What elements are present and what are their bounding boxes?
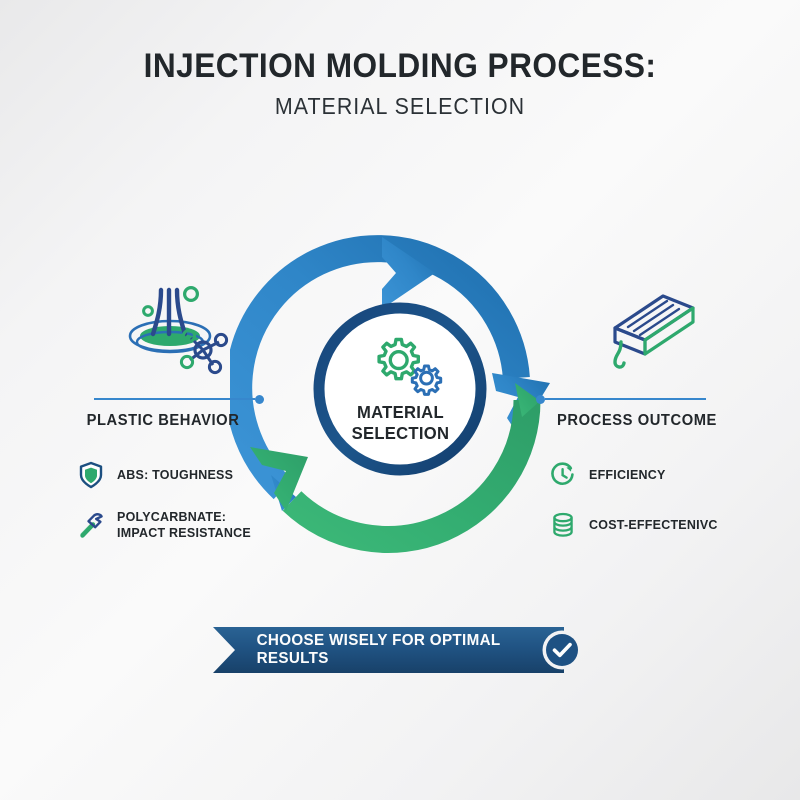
left-bullet-list: ABS: TOUGHNESS POLYCARBNATE: IMPACT RESI…: [78, 458, 257, 558]
banner[interactable]: CHOOSE WISELY FOR OPTIMAL RESULTS: [213, 627, 588, 673]
core-ring: [313, 302, 487, 476]
shield-icon: [78, 460, 104, 490]
right-column: [512, 280, 762, 380]
right-heading: PROCESS OUTCOME: [557, 412, 717, 429]
list-item-label: ABS: TOUGHNESS: [117, 467, 234, 483]
check-mark-icon: [552, 642, 572, 658]
green-cycle-arrow: [250, 383, 541, 553]
molded-part-icon: [512, 280, 762, 380]
list-item[interactable]: COST-EFFECTENIVC: [550, 508, 723, 542]
gears-icon: [377, 337, 443, 396]
header: INJECTION MOLDING PROCESS: MATERIAL SELE…: [0, 48, 800, 120]
hammer-icon: [78, 510, 104, 540]
list-item[interactable]: EFFICIENCY: [550, 458, 723, 492]
list-item-label: POLYCARBNATE: IMPACT RESISTANCE: [117, 509, 251, 540]
cycle-diagram: [230, 225, 570, 575]
left-connector-line: [94, 398, 255, 400]
molten-plastic-molecule-icon: [40, 280, 290, 380]
right-connector-line: [545, 398, 706, 400]
right-connector: [536, 394, 706, 404]
list-item-label: COST-EFFECTENIVC: [589, 517, 718, 533]
check-circle-icon: [546, 634, 578, 666]
page-subtitle: MATERIAL SELECTION: [274, 93, 526, 120]
list-item[interactable]: ABS: TOUGHNESS: [78, 458, 257, 492]
right-bullet-list: EFFICIENCY COST-EFFECTENIVC: [550, 458, 723, 558]
page-title: INJECTION MOLDING PROCESS:: [143, 47, 657, 85]
left-connector: [94, 394, 264, 404]
right-connector-dot: [536, 394, 545, 404]
list-item-label: EFFICIENCY: [589, 467, 666, 483]
left-column: [40, 280, 290, 380]
list-item[interactable]: POLYCARBNATE: IMPACT RESISTANCE: [78, 508, 257, 542]
coins-stack-icon: [550, 510, 576, 540]
clock-refresh-icon: [550, 460, 576, 490]
left-connector-dot: [255, 394, 264, 404]
banner-ribbon: [213, 627, 564, 673]
left-heading: PLASTIC BEHAVIOR: [86, 412, 240, 429]
